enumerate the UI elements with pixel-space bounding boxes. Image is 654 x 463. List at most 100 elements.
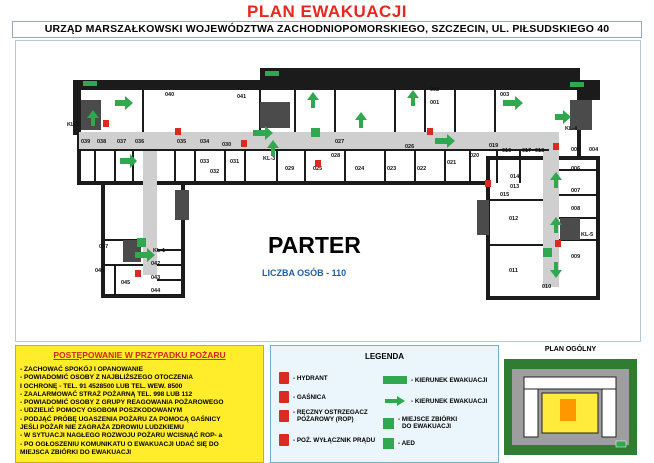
svg-text:017: 017 <box>522 148 531 154</box>
stairs-kl-3 <box>260 102 290 128</box>
svg-text:002: 002 <box>430 87 439 93</box>
site-overview-panel: PLAN OGÓLNY <box>502 345 639 461</box>
main-corridor <box>79 132 549 150</box>
evacuation-arrows <box>87 90 571 278</box>
assembly-point-icon <box>383 417 394 429</box>
legend-item-evac-arrow: - KIERUNEK EWAKUACJI <box>383 396 487 406</box>
procedure-item: - ZACHOWAĆ SPOKÓJ I OPANOWANIE <box>20 366 143 373</box>
legend-title: LEGENDA <box>364 352 405 361</box>
fire-equipment <box>103 120 561 277</box>
procedure-item: - POWIADOMIĆ OSOBY Z GRUPY REAGOWANIA PO… <box>20 399 224 407</box>
procedure-item: MIEJSCA ZBIÓRKI DO EWAKUACJI <box>20 448 132 456</box>
svg-text:033: 033 <box>200 159 209 165</box>
svg-text:045: 045 <box>121 280 130 286</box>
site-overview-map <box>504 359 637 455</box>
svg-text:012: 012 <box>509 216 518 222</box>
fire-power-switch-icon <box>279 434 289 446</box>
svg-text:031: 031 <box>230 159 239 165</box>
manual-call-point-icon <box>279 410 289 422</box>
procedure-item: - PO OGŁOSZENIU KOMUNIKATU O EWAKUACJI U… <box>20 440 219 448</box>
legend-label: - KIERUNEK EWAKUACJI <box>411 397 488 405</box>
legend-label: - KIERUNEK EWAKUACJI <box>411 376 488 384</box>
svg-text:037: 037 <box>117 139 126 145</box>
procedure-item: - W SYTUACJI NAGŁEGO ROZWOJU POŻARU WCIS… <box>20 432 223 440</box>
svg-text:034: 034 <box>200 139 210 145</box>
svg-text:014: 014 <box>510 174 520 180</box>
legend-item-aed: - AED <box>383 438 415 449</box>
procedure-item: - ZAALARMOWAĆ STRAŻ POŻARNĄ TEL. 998 LUB… <box>20 390 193 398</box>
legend-panel: LEGENDA - HYDRANT - GAŚNICA - RĘCZNY OST… <box>270 345 499 463</box>
stairs-west <box>175 190 189 220</box>
svg-text:KL-2: KL-2 <box>67 122 79 128</box>
plan-title: PLAN EWAKUACJI <box>246 2 407 21</box>
evacuation-direction-arrow-icon <box>385 396 405 406</box>
legend-label: - HYDRANT <box>293 374 328 382</box>
svg-text:040: 040 <box>165 92 174 98</box>
svg-text:035: 035 <box>177 139 186 145</box>
svg-text:008: 008 <box>571 206 580 212</box>
occupancy-label: LICZBA OSÓB - 110 <box>262 268 347 278</box>
fire-procedure-title: POSTĘPOWANIE W PRZYPADKU POŻARU <box>53 350 226 360</box>
floor-label: PARTER <box>268 232 361 258</box>
svg-text:006: 006 <box>571 166 580 172</box>
svg-text:021: 021 <box>447 160 456 166</box>
svg-text:005: 005 <box>571 147 580 153</box>
svg-text:043: 043 <box>151 275 160 281</box>
svg-text:029: 029 <box>285 166 294 172</box>
svg-text:028: 028 <box>331 153 340 159</box>
svg-text:044: 044 <box>151 288 161 294</box>
svg-text:013: 013 <box>510 184 519 190</box>
svg-text:020: 020 <box>470 153 479 159</box>
legend-label: - GAŚNICA <box>293 393 326 401</box>
svg-text:027: 027 <box>335 139 344 145</box>
svg-text:023: 023 <box>387 166 396 172</box>
staircase-labels: KL-2KL-3 KL-4KL-5 KL-1 <box>67 122 593 254</box>
fire-procedure-panel: POSTĘPOWANIE W PRZYPADKU POŻARU - ZACHOW… <box>15 345 264 463</box>
svg-text:032: 032 <box>210 169 219 175</box>
svg-text:003: 003 <box>500 92 509 98</box>
svg-text:001: 001 <box>430 100 439 106</box>
procedure-item: - POWIADOMIĆ OSOBY Z NAJBLIŻSZEGO OTOCZE… <box>20 374 194 382</box>
svg-text:KL-5: KL-5 <box>581 232 593 238</box>
legend-label: - POŻ. WYŁĄCZNIK PRĄDU <box>293 436 376 444</box>
svg-text:030: 030 <box>222 142 231 148</box>
legend-item-hydrant: - HYDRANT <box>279 372 328 384</box>
legend-label: - AED <box>398 440 415 447</box>
procedure-item: - UDZIELIĆ POMOCY OSOBOM POSZKODOWANYM <box>20 407 183 415</box>
stairs-east <box>477 200 489 235</box>
svg-text:046: 046 <box>95 268 104 274</box>
svg-text:010: 010 <box>542 284 551 290</box>
svg-text:KL-4: KL-4 <box>565 126 578 132</box>
legend-item-evac-direction: - KIERUNEK EWAKUACJI <box>383 376 487 384</box>
svg-text:015: 015 <box>500 192 509 198</box>
extinguisher-icon <box>279 391 289 403</box>
svg-text:018: 018 <box>535 148 544 154</box>
svg-text:009: 009 <box>571 254 580 260</box>
aed-icon <box>383 438 394 449</box>
svg-text:041: 041 <box>237 94 246 100</box>
svg-text:011: 011 <box>509 268 518 274</box>
procedure-item: JEŚLI POŻAR NIE ZAGRAŻA ZDROWIU LUDZKIEM… <box>20 424 184 432</box>
svg-text:039: 039 <box>81 139 90 145</box>
north-wing-outline <box>73 68 600 135</box>
legend-item-power-switch: - POŻ. WYŁĄCZNIK PRĄDU <box>279 434 375 446</box>
svg-text:047: 047 <box>99 244 108 250</box>
hydrant-icon <box>279 372 289 384</box>
building-walls <box>73 68 600 135</box>
svg-text:042: 042 <box>151 261 160 267</box>
svg-text:026: 026 <box>405 144 414 150</box>
site-overview-title: PLAN OGÓLNY <box>544 346 597 353</box>
stairs-kl-4 <box>570 100 592 130</box>
svg-text:KL-3: KL-3 <box>263 156 275 162</box>
svg-text:KL-1: KL-1 <box>153 248 165 254</box>
procedure-item: I OCHRONĘ - TEL. 91 4528500 LUB TEL. WEW… <box>20 382 183 390</box>
svg-text:024: 024 <box>355 166 365 172</box>
procedure-item: - PODJĄĆ PRÓBĘ UGASZENIA POŻARU ZA POMOC… <box>20 415 221 423</box>
svg-text:019: 019 <box>489 143 498 149</box>
